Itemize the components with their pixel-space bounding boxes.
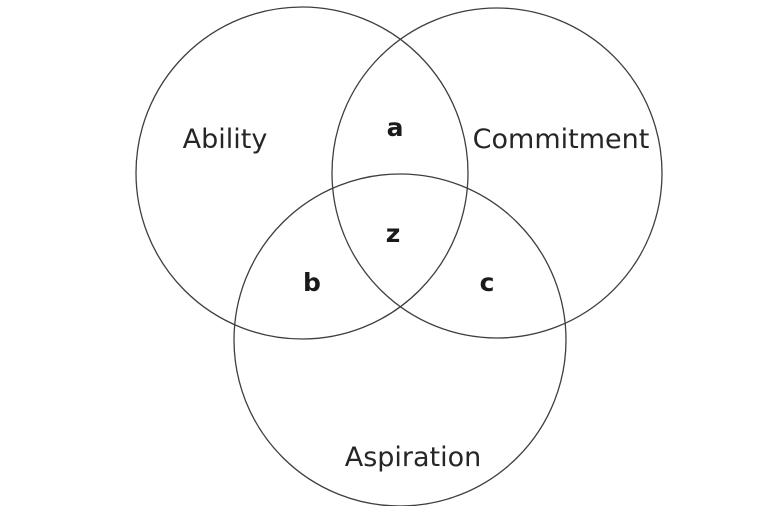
circle-commitment — [331, 7, 663, 339]
circle-aspiration — [233, 173, 567, 506]
region-label-a: a — [387, 113, 404, 142]
label-commitment: Commitment — [473, 124, 650, 155]
label-aspiration: Aspiration — [345, 442, 482, 473]
label-ability: Ability — [183, 124, 268, 155]
region-label-z: z — [386, 219, 401, 248]
circle-ability — [135, 6, 469, 340]
region-label-c: c — [480, 268, 495, 297]
region-label-b: b — [303, 268, 321, 297]
